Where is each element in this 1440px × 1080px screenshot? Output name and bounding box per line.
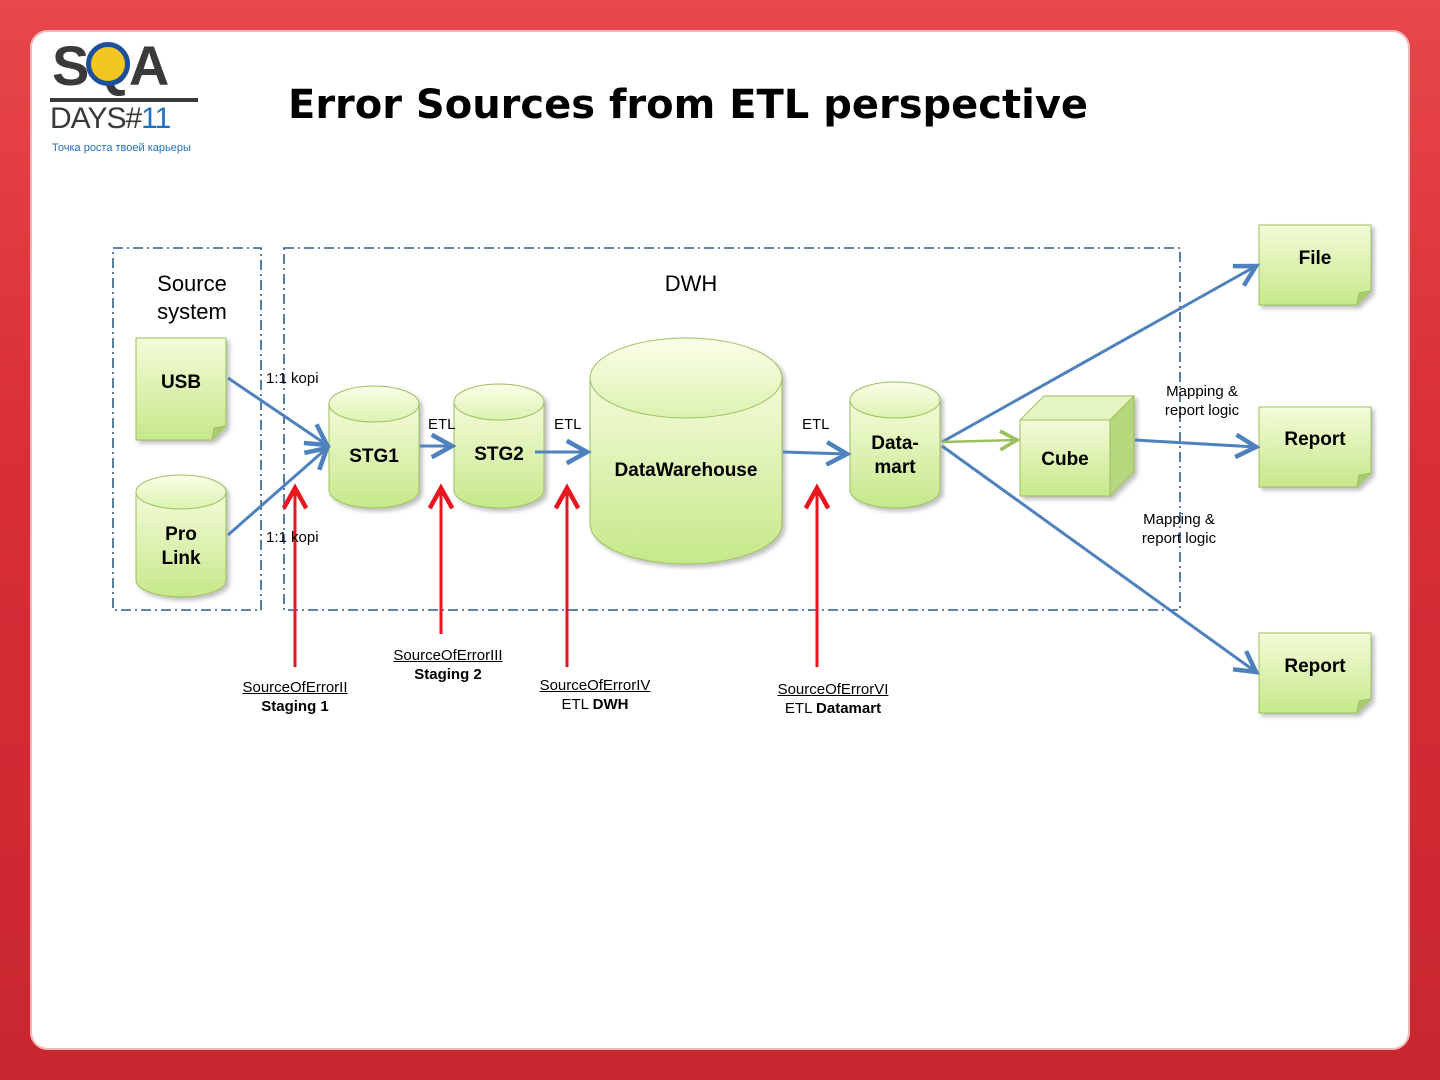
mapping-label-2: Mapping &report logic: [1141, 511, 1217, 547]
report1-node: [1258, 406, 1372, 488]
arrow-datamart-report2: [941, 444, 1256, 672]
arrow-cube-report1: [1134, 440, 1256, 447]
logo-globe-icon: [86, 42, 130, 86]
etl-label-3: ETL: [802, 416, 830, 433]
etl-label-1: ETL: [428, 416, 456, 433]
report1-label: Report: [1284, 429, 1346, 450]
arrow-dwh-datamart: [782, 452, 847, 454]
slide-title: Error Sources from ETL perspective: [288, 82, 1089, 128]
prolink-node: [135, 474, 227, 598]
stg2-node: [453, 383, 545, 509]
logo-tagline: Точка роста твоей карьеры: [52, 142, 191, 154]
datamart-node: [849, 381, 941, 509]
logo-days-text: DAYS#11: [50, 102, 171, 135]
usb-node: [135, 337, 227, 441]
cube-node: [1018, 394, 1136, 498]
arrow-datamart-file: [941, 266, 1256, 444]
mapping-label-1: Mapping &report logic: [1164, 383, 1240, 419]
logo-rule: [50, 98, 198, 102]
logo-number: 11: [141, 102, 171, 135]
stg2-label: STG2: [474, 444, 524, 465]
arrow-prolink-stg1: [227, 448, 327, 537]
file-node: [1258, 224, 1372, 306]
datawarehouse-label: DataWarehouse: [614, 460, 758, 481]
stg1-node: [328, 385, 420, 509]
report2-label: Report: [1284, 656, 1346, 677]
stg1-label: STG1: [349, 446, 399, 467]
datawarehouse-node: [589, 337, 783, 565]
usb-label: USB: [160, 372, 202, 393]
dwh-boundary: [283, 247, 1181, 611]
cube-label: Cube: [1041, 449, 1089, 470]
kopi-label-1: 1:1 kopi: [266, 370, 319, 387]
dwh-group-label: DWH: [664, 271, 718, 296]
arrow-usb-stg1: [227, 376, 327, 445]
source-system-boundary: [112, 247, 262, 611]
etl-label-2: ETL: [554, 416, 582, 433]
kopi-label-2: 1:1 kopi: [266, 529, 319, 546]
sqa-days-logo: SQA DAYS#11 Точка роста твоей карьеры: [48, 38, 208, 158]
datamart-label: Data-mart: [871, 433, 919, 478]
arrow-datamart-cube: [941, 440, 1017, 442]
file-label: File: [1298, 248, 1332, 269]
report2-node: [1258, 632, 1372, 714]
